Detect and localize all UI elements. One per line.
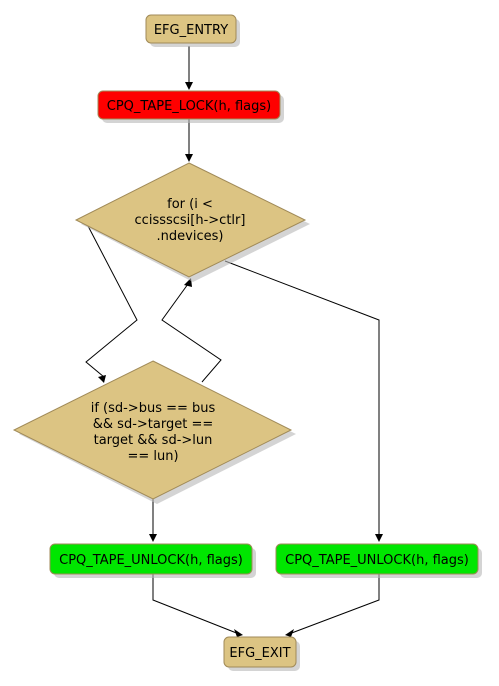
node-if-condition-line-1: if (sd->bus == bus (91, 401, 216, 416)
node-if-condition-line-2: && sd->target == (93, 417, 213, 432)
edge-for-to-if (85, 223, 138, 378)
node-lock: CPQ_TAPE_LOCK(h, flags) (97, 90, 284, 123)
node-for-loop: for (i < ccissscsi[h->ctlr] .ndevices) (74, 162, 310, 282)
node-if-condition-diamond (12, 360, 293, 500)
node-unlock-right: CPQ_TAPE_UNLOCK(h, flags) (275, 543, 482, 578)
node-exit-box (223, 636, 297, 668)
node-entry-label: EFG_ENTRY (154, 23, 228, 38)
arrowhead-unlock-left-to-exit (234, 629, 243, 637)
edge-unlock-left-to-exit (152, 573, 240, 635)
node-exit-label: EFG_EXIT (229, 646, 290, 661)
node-lock-label: CPQ_TAPE_LOCK(h, flags) (107, 99, 271, 114)
edge-if-to-for (161, 283, 222, 383)
node-entry: EFG_ENTRY (145, 14, 240, 47)
node-if-condition-line-4: == lun) (127, 449, 178, 464)
node-lock-box (97, 90, 281, 120)
node-unlock-left-box (49, 543, 253, 575)
arrowhead-for-to-unlock-right (375, 534, 383, 542)
arrowhead-unlock-right-to-exit (285, 629, 294, 637)
edges (85, 46, 383, 637)
node-for-loop-line-3: .ndevices) (157, 229, 224, 244)
node-for-loop-line-2: ccissscsi[h->ctlr] (135, 213, 246, 228)
node-exit: EFG_EXIT (223, 636, 300, 671)
node-if-condition: if (sd->bus == bus && sd->target == targ… (12, 360, 296, 504)
node-unlock-right-box (275, 543, 479, 575)
node-for-loop-diamond (74, 162, 307, 278)
arrowhead-lock-to-for (185, 154, 193, 162)
node-if-condition-line-3: target && sd->lun (94, 433, 213, 448)
edge-unlock-right-to-exit (288, 573, 380, 635)
arrowhead-if-to-unlock-left (149, 534, 157, 542)
arrowhead-for-to-if (98, 375, 106, 383)
node-unlock-right-label: CPQ_TAPE_UNLOCK(h, flags) (285, 553, 469, 568)
node-unlock-left-label: CPQ_TAPE_UNLOCK(h, flags) (59, 553, 243, 568)
edge-for-to-unlock-right (224, 260, 380, 538)
arrowhead-entry-to-lock (185, 82, 193, 90)
node-unlock-left: CPQ_TAPE_UNLOCK(h, flags) (49, 543, 256, 578)
node-for-loop-line-1: for (i < (167, 197, 213, 212)
node-entry-box (145, 14, 237, 44)
